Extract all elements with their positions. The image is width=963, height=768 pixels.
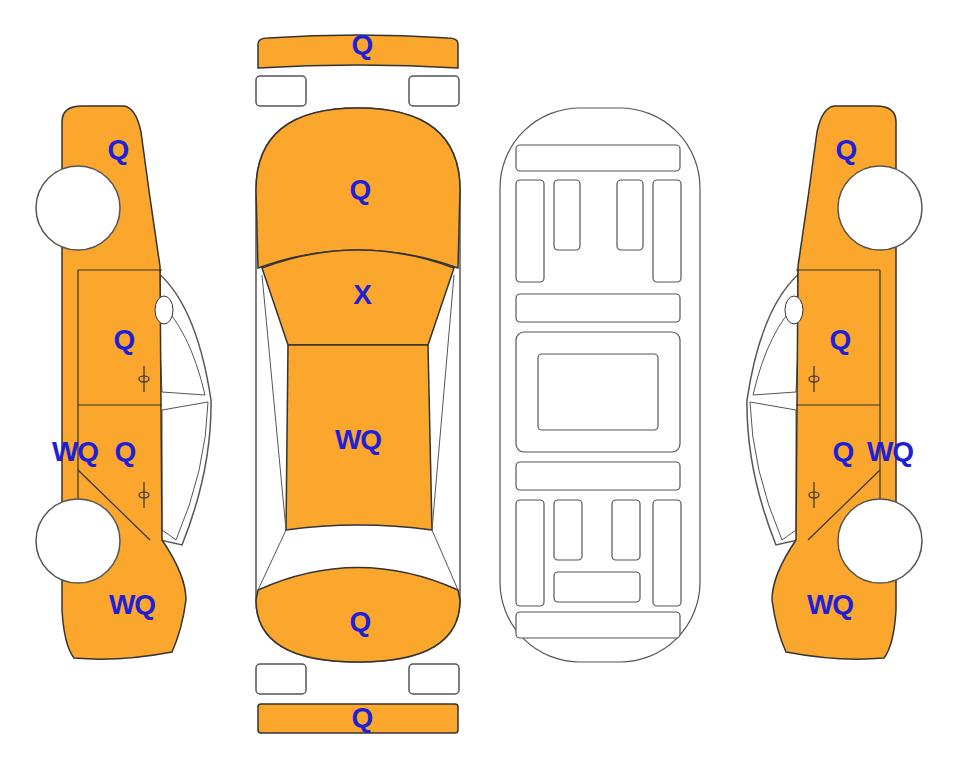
hood <box>256 108 460 268</box>
damage-code: WQ <box>52 438 98 466</box>
taillight <box>409 664 459 694</box>
side-view <box>747 106 922 659</box>
headlight <box>409 76 459 106</box>
trunk <box>256 568 460 663</box>
body-outline <box>256 108 460 662</box>
pillar-line <box>258 275 458 590</box>
damage-code: Q <box>115 438 136 466</box>
damage-code: Q <box>352 704 373 732</box>
underside-view <box>500 108 700 662</box>
damage-code: WQ <box>109 591 155 619</box>
door-line <box>78 269 162 270</box>
damage-code: Q <box>830 326 851 354</box>
damage-code: Q <box>836 136 857 164</box>
door-handle <box>139 366 149 508</box>
rear-bumper <box>258 704 458 733</box>
damage-code: Q <box>352 31 373 59</box>
door-line <box>78 404 162 405</box>
damage-code: Q <box>350 176 371 204</box>
taillight <box>256 664 306 694</box>
headlight <box>256 76 306 106</box>
window-line <box>162 402 208 540</box>
side-view <box>36 106 211 659</box>
wheel <box>36 499 120 583</box>
damage-code: WQ <box>807 591 853 619</box>
damage-code: Q <box>350 608 371 636</box>
windshield <box>262 250 454 345</box>
damage-code: Q <box>114 326 135 354</box>
damage-code: Q <box>833 438 854 466</box>
underside-outline <box>500 108 700 662</box>
damage-code: WQ <box>335 426 381 454</box>
top-view <box>256 35 460 733</box>
damage-code: Q <box>108 136 129 164</box>
mirror <box>155 296 173 324</box>
damage-code: X <box>353 281 371 309</box>
roof <box>286 345 432 530</box>
wheel <box>36 166 120 250</box>
damage-code: WQ <box>867 438 913 466</box>
